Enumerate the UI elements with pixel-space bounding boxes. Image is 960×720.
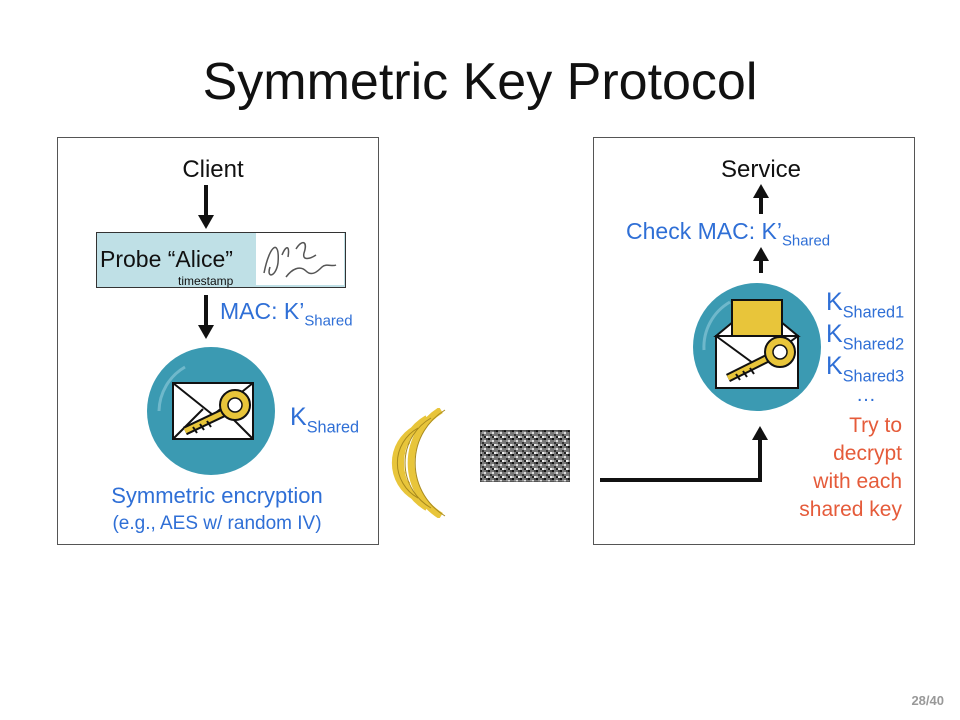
signature-icon	[256, 233, 344, 285]
arrow-up-icon	[753, 247, 769, 273]
arrow-up-icon	[753, 184, 769, 214]
arrow-down-icon	[198, 185, 214, 229]
mac-label: MAC: K’Shared	[220, 298, 353, 330]
keys-ellipsis: …	[856, 384, 876, 406]
open-envelope-key-icon	[693, 283, 821, 411]
try-line-4: shared key	[799, 498, 902, 521]
input-arrow-icon	[600, 426, 768, 482]
key-shared-3-label: KShared3	[826, 352, 905, 386]
envelope-key-icon	[147, 347, 275, 475]
key-shared-label: KShared	[290, 403, 360, 437]
try-decrypt-text: Try to decrypt with each shared key	[740, 412, 902, 524]
slide-title: Symmetric Key Protocol	[202, 53, 758, 111]
key-shared-1-label: KShared1	[826, 288, 905, 322]
client-label: Client	[182, 156, 244, 183]
check-mac-label: Check MAC: K’Shared	[626, 218, 831, 250]
try-line-2: decrypt	[833, 442, 902, 465]
try-line-3: with each	[813, 470, 902, 493]
page-number: 28/40	[911, 693, 944, 708]
radio-wave-icon	[391, 408, 446, 518]
arrow-down-icon	[198, 295, 214, 339]
key-shared-2-label: KShared2	[826, 320, 905, 354]
timestamp-label: timestamp	[178, 274, 234, 288]
encryption-line-2: (e.g., AES w/ random IV)	[112, 513, 322, 534]
encryption-line-1: Symmetric encryption	[111, 483, 323, 508]
client-panel: Client	[57, 137, 379, 545]
noise-icon	[480, 430, 570, 482]
try-line-1: Try to	[849, 414, 902, 437]
probe-label: Probe “Alice”	[100, 246, 233, 272]
service-label: Service	[720, 156, 802, 183]
